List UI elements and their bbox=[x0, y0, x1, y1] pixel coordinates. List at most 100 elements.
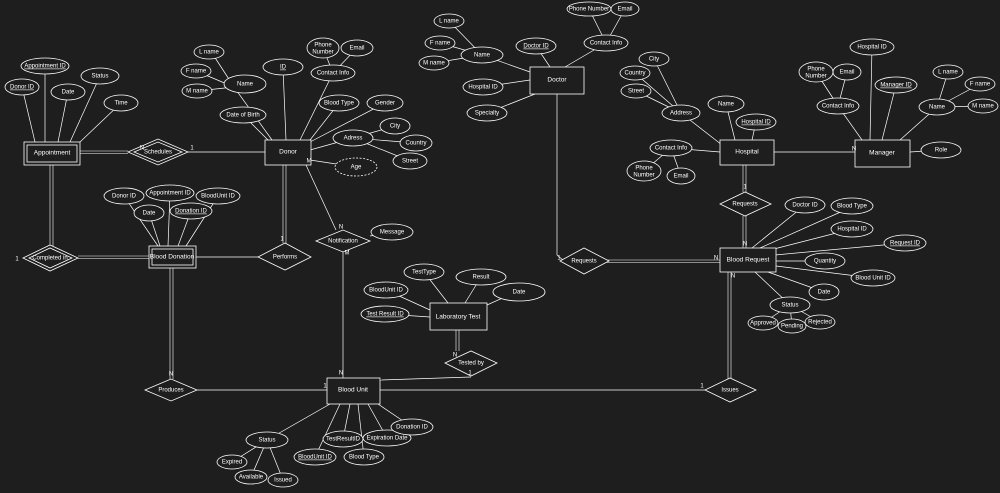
attribute-donor-country[interactable]: Country bbox=[399, 134, 433, 152]
attribute-manager-id[interactable]: Manager ID bbox=[874, 76, 918, 94]
attribute-request-rejected[interactable]: Rejected bbox=[804, 314, 836, 330]
attribute-doctor-lname[interactable]: L name bbox=[433, 13, 465, 29]
attribute-doctor-name[interactable]: Name bbox=[460, 46, 504, 64]
attribute-test-bloodunit-id[interactable]: BloodUnit ID bbox=[363, 281, 409, 299]
attribute-manager-role[interactable]: Role bbox=[920, 141, 962, 159]
attribute-donor-email[interactable]: Email bbox=[340, 39, 374, 57]
attribute-donor-mname[interactable]: M name bbox=[181, 83, 213, 99]
attribute-donor-street[interactable]: Street bbox=[392, 152, 428, 170]
attribute-donor-age[interactable]: Age bbox=[334, 157, 378, 177]
attribute-request-bloodunit-id[interactable]: Blood Unit ID bbox=[850, 269, 896, 287]
relationship-tested-by[interactable]: Tested by bbox=[444, 350, 498, 377]
svg-text:Message: Message bbox=[380, 230, 405, 236]
attribute-unit-expired[interactable]: Expired bbox=[216, 454, 248, 470]
attribute-appointment-status[interactable]: Status bbox=[80, 67, 120, 85]
attribute-doctor-phone[interactable]: Phone Number bbox=[566, 1, 612, 17]
attribute-donor-name[interactable]: Name bbox=[223, 74, 267, 94]
entity-blood-unit[interactable]: Blood Unit bbox=[326, 377, 381, 405]
attribute-appointment-donor-id[interactable]: Donor ID bbox=[4, 78, 40, 96]
attribute-unit-status[interactable]: Status bbox=[245, 431, 289, 449]
attribute-hospital-country[interactable]: Country bbox=[619, 65, 651, 81]
entity-donor[interactable]: Donor bbox=[264, 139, 312, 166]
attribute-hospital-id[interactable]: Hospital ID bbox=[735, 113, 777, 131]
attribute-doctor-contact-info[interactable]: Contact Info bbox=[583, 34, 629, 52]
attribute-test-result[interactable]: Result bbox=[455, 268, 507, 286]
attribute-doctor-email[interactable]: Email bbox=[610, 1, 640, 17]
attribute-appointment-id[interactable]: Appointment ID bbox=[20, 57, 70, 75]
attribute-appointment-date[interactable]: Date bbox=[50, 83, 86, 101]
entity-appointment[interactable]: Appointment bbox=[23, 141, 81, 166]
attribute-unit-available[interactable]: Available bbox=[234, 469, 268, 485]
attribute-unit-donation-id[interactable]: Donation ID bbox=[390, 418, 434, 436]
entity-doctor[interactable]: Doctor bbox=[529, 66, 585, 95]
attribute-unit-bloodtype[interactable]: Blood Type bbox=[343, 448, 385, 466]
attribute-request-doctor-id[interactable]: Doctor ID bbox=[784, 196, 826, 214]
attribute-donor-contact-info[interactable]: Contact Info bbox=[310, 64, 356, 82]
attribute-request-status[interactable]: Status bbox=[769, 296, 811, 314]
attribute-doctor-specialty[interactable]: Specialty bbox=[466, 104, 508, 122]
relationship-requests-hospital[interactable]: Requests bbox=[719, 191, 772, 217]
attribute-donor-bloodtype[interactable]: Blood Type bbox=[318, 94, 360, 112]
attribute-doctor-hospital-id[interactable]: Hospital ID bbox=[462, 78, 504, 96]
attribute-manager-fname[interactable]: F name bbox=[964, 76, 996, 92]
attribute-request-quantity[interactable]: Quantity bbox=[804, 252, 846, 270]
attribute-donation-appointment-id[interactable]: Appointment ID bbox=[145, 184, 195, 202]
attribute-donation-date[interactable]: Date bbox=[133, 204, 165, 222]
attribute-donor-gender[interactable]: Gender bbox=[366, 94, 404, 112]
attribute-hospital-address[interactable]: Address bbox=[661, 104, 701, 122]
attribute-unit-expiration-date[interactable]: Expiration Date bbox=[362, 429, 412, 447]
attribute-donation-bloodunit-id[interactable]: BloodUnit ID bbox=[195, 187, 241, 205]
attribute-donor-city[interactable]: City bbox=[379, 117, 411, 135]
attribute-request-date[interactable]: Date bbox=[808, 283, 840, 301]
entity-manager[interactable]: Manager bbox=[854, 139, 911, 168]
attribute-doctor-id[interactable]: Doctor ID bbox=[515, 37, 557, 55]
attribute-donor-dob[interactable]: Date of Birth bbox=[219, 106, 267, 124]
attribute-donation-donor-id[interactable]: Donor ID bbox=[103, 187, 145, 205]
attribute-manager-hospital-id[interactable]: Hospital ID bbox=[849, 38, 895, 56]
attribute-appointment-time[interactable]: Time bbox=[103, 94, 139, 112]
attribute-manager-mname[interactable]: M name bbox=[967, 98, 999, 114]
relationship-schedules[interactable]: Schedules bbox=[126, 138, 190, 166]
attribute-request-approved[interactable]: Approved bbox=[747, 315, 779, 331]
entity-hospital[interactable]: Hospital bbox=[719, 139, 775, 166]
attribute-unit-testresult-id[interactable]: TestResultID bbox=[322, 430, 364, 448]
attribute-request-id[interactable]: Request ID bbox=[883, 234, 927, 252]
attribute-hospital-name[interactable]: Name bbox=[707, 95, 745, 113]
entity-laboratory-test[interactable]: Laboratory Test bbox=[429, 302, 488, 331]
attribute-test-type[interactable]: TestType bbox=[403, 263, 445, 281]
relationship-performs[interactable]: Performs bbox=[257, 242, 312, 271]
attribute-request-bloodtype[interactable]: Blood Type bbox=[830, 197, 874, 215]
attribute-donor-address[interactable]: Adress bbox=[332, 129, 374, 147]
relationship-requests-doctor[interactable]: Requests bbox=[559, 247, 610, 275]
attribute-hospital-contact-info[interactable]: Contact Info bbox=[649, 139, 693, 157]
entity-blood-request[interactable]: Blood Request bbox=[719, 247, 777, 273]
attribute-donor-lname[interactable]: L name bbox=[193, 44, 225, 60]
attribute-hospital-city[interactable]: City bbox=[638, 51, 670, 67]
attribute-unit-id[interactable]: BloodUnit ID bbox=[293, 448, 337, 466]
attribute-notification-message[interactable]: Message bbox=[370, 223, 414, 241]
attribute-donation-id[interactable]: Donation ID bbox=[169, 202, 213, 220]
attribute-test-result-id[interactable]: Test Result ID bbox=[360, 305, 410, 323]
attribute-manager-lname[interactable]: L name bbox=[932, 64, 964, 80]
relationship-notification[interactable]: Notification bbox=[314, 229, 372, 253]
entity-blood-donation[interactable]: Blood Donation bbox=[148, 245, 197, 269]
attribute-manager-name[interactable]: Name bbox=[918, 98, 956, 116]
attribute-hospital-email[interactable]: Email bbox=[666, 167, 696, 185]
attribute-request-hospital-id[interactable]: Hospital ID bbox=[830, 220, 874, 238]
attribute-doctor-mname[interactable]: M name bbox=[418, 55, 450, 71]
relationship-issues[interactable]: Issues bbox=[704, 377, 757, 403]
relationship-produces[interactable]: Produces bbox=[143, 378, 199, 402]
attribute-donor-fname[interactable]: F name bbox=[180, 63, 212, 79]
attribute-test-date[interactable]: Date bbox=[492, 282, 546, 302]
attribute-manager-contact-info[interactable]: Contact Info bbox=[816, 97, 860, 115]
attribute-unit-issued[interactable]: Issued bbox=[267, 472, 299, 488]
attribute-doctor-fname[interactable]: F name bbox=[424, 35, 456, 51]
attribute-hospital-street[interactable]: Street bbox=[620, 83, 652, 99]
attribute-request-pending[interactable]: Pending bbox=[777, 318, 807, 334]
attribute-donor-id[interactable]: ID bbox=[262, 58, 304, 76]
attribute-manager-email[interactable]: Email bbox=[832, 63, 862, 81]
relationship-completed-in[interactable]: Completed in bbox=[22, 244, 79, 272]
